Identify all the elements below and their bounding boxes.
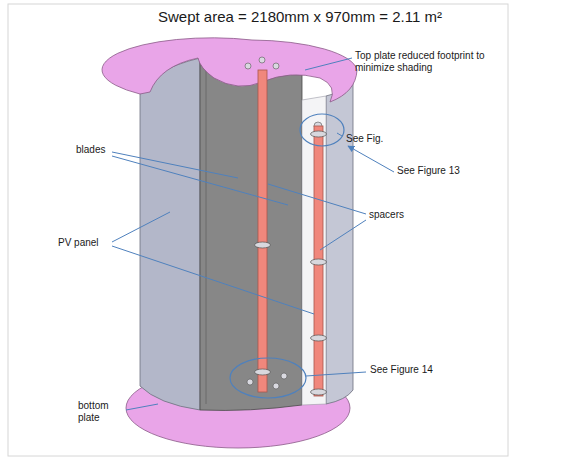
pv-panel (326, 78, 353, 404)
leader-lines (112, 58, 394, 410)
top-plate (102, 38, 357, 102)
callout-label: Top plate reduced footprint to minimize … (355, 50, 505, 73)
detail-circle (300, 114, 344, 146)
callout-label: bottom plate (78, 400, 124, 423)
callout-label: PV panel (58, 237, 128, 249)
blade-edge (206, 62, 207, 404)
callout-label: blades (76, 144, 136, 156)
blade (302, 96, 326, 405)
callout-label: See Figure 13 (397, 165, 497, 177)
callout-label: spacers (369, 209, 439, 221)
blade (200, 54, 302, 410)
frame (8, 4, 508, 456)
pv-panel (140, 58, 200, 410)
callout-label: See Figure 14 (370, 364, 470, 376)
callout-label: See Fig. (346, 133, 406, 145)
spacer (258, 70, 267, 392)
detail-circle (230, 358, 306, 398)
title: Swept area = 2180mm x 970mm = 2.11 m² (158, 8, 442, 25)
